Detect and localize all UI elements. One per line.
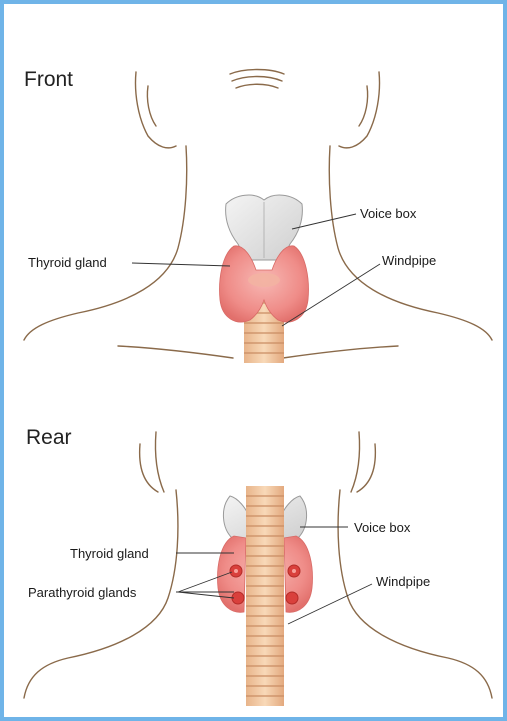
rear-thyroid-gland-label: Thyroid gland xyxy=(70,546,149,561)
rear-windpipe-label: Windpipe xyxy=(376,574,430,589)
front-voice-box-label: Voice box xyxy=(360,206,416,221)
rear-voice-box-label: Voice box xyxy=(354,520,410,535)
front-windpipe-label: Windpipe xyxy=(382,253,436,268)
front-view-title: Front xyxy=(24,68,73,92)
neck-thyroid-illustration xyxy=(8,8,507,721)
rear-view xyxy=(24,432,492,706)
front-view xyxy=(24,70,492,364)
rear-view-title: Rear xyxy=(26,426,72,450)
rear-parathyroid-glands-label: Parathyroid glands xyxy=(28,585,136,600)
rear-trachea xyxy=(246,486,284,706)
front-thyroid-gland-label: Thyroid gland xyxy=(28,255,107,270)
